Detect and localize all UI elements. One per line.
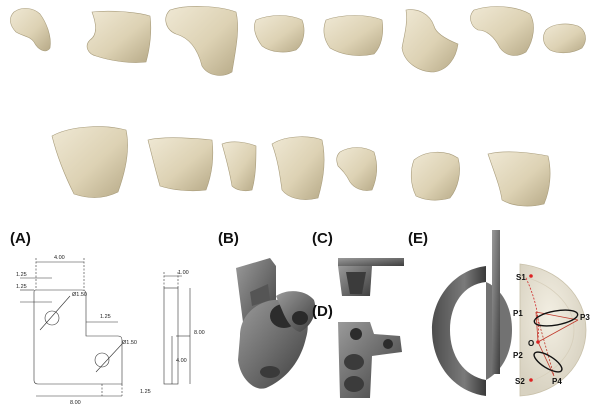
panel-d-label: (D): [312, 303, 333, 320]
bone-fragment-3: [165, 6, 238, 76]
panel-a: (A) 4.00 1.25 1.25 Ø1.50 1.25 Ø1.50: [10, 230, 205, 406]
panel-e: (E) S1 P1 P3 O P2 S2 P4: [408, 230, 590, 397]
panel-d: (D): [312, 303, 402, 398]
bone-fragment-9: [51, 126, 128, 198]
panel-c-label: (C): [312, 230, 333, 247]
point-p2-label: P2: [513, 351, 523, 360]
bone-fragments-row-2: [51, 126, 551, 207]
bone-fragment-14: [410, 151, 460, 201]
panel-b-label: (B): [218, 230, 239, 247]
panel-e-label: (E): [408, 230, 428, 247]
bone-fragment-5: [323, 15, 384, 56]
dim-top-offset-1: 1.25: [16, 272, 27, 278]
point-p1-label: P1: [513, 309, 523, 318]
bone-fragment-15: [487, 151, 551, 207]
bone-fragment-12: [271, 136, 325, 200]
bone-fragment-13: [336, 147, 378, 191]
bone-fragment-7: [470, 6, 534, 56]
point-p4-label: P4: [552, 377, 562, 386]
sphere-model: [519, 263, 587, 397]
bone-fragment-6: [401, 9, 459, 73]
bone-fragment-2: [86, 10, 152, 63]
dim-top-width: 4.00: [54, 255, 65, 261]
dim-top-offset-2: 1.25: [16, 284, 27, 290]
point-p3-label: P3: [580, 313, 590, 322]
bone-fragment-11: [221, 141, 257, 192]
printed-part-front-view: [338, 322, 402, 398]
printed-part-isometric: [236, 258, 316, 389]
dim-side-mid: 4.00: [176, 358, 187, 364]
printed-part-top-view: [338, 258, 404, 296]
bone-fragment-10: [147, 137, 214, 192]
dim-inner-offset: 1.25: [100, 314, 111, 320]
panel-a-label: (A): [10, 230, 31, 247]
dim-bottom-width: 8.00: [70, 400, 81, 406]
dim-side-thickness: 1.00: [178, 270, 189, 276]
bone-fragment-1: [10, 8, 51, 52]
bone-fragments-row-1: [10, 6, 586, 76]
panel-c: (C): [312, 230, 404, 296]
dim-hole-dia-1: Ø1.50: [72, 292, 87, 298]
panel-b: (B): [218, 230, 316, 389]
cup-component: [432, 230, 512, 396]
dim-bottom-offset: 1.25: [140, 389, 151, 395]
part-drawing-front: [20, 258, 123, 397]
part-drawing-side: [163, 272, 191, 385]
bone-fragment-4: [254, 15, 305, 53]
point-s1-label: S1: [516, 273, 526, 282]
bone-fragment-8: [543, 23, 586, 54]
dim-hole-dia-2: Ø1.50: [122, 340, 137, 346]
dim-side-height: 8.00: [194, 330, 205, 336]
point-o-label: O: [528, 339, 534, 348]
point-s2-label: S2: [515, 377, 525, 386]
